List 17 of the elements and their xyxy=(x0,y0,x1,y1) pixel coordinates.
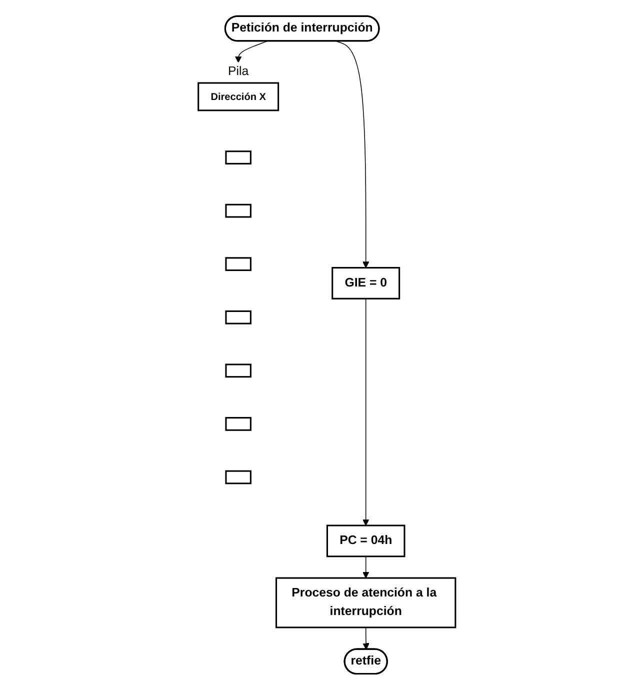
node-box xyxy=(224,470,252,484)
node-box: GIE = 0 xyxy=(331,266,400,299)
node-box xyxy=(224,150,252,164)
node-box xyxy=(224,416,252,430)
arrow xyxy=(336,40,369,268)
node-text: Pila xyxy=(228,64,248,78)
node-box: Dirección X xyxy=(197,82,279,111)
node-box xyxy=(224,203,252,218)
arrow xyxy=(362,626,370,650)
node-box: Proceso de atención a la interrupción xyxy=(275,576,456,628)
node-box xyxy=(224,310,252,324)
node-box xyxy=(224,363,252,378)
arrow xyxy=(362,298,369,526)
node-box: PC = 04h xyxy=(326,524,405,557)
arrow xyxy=(234,40,268,62)
arrow xyxy=(362,556,369,578)
node-box xyxy=(224,256,252,271)
